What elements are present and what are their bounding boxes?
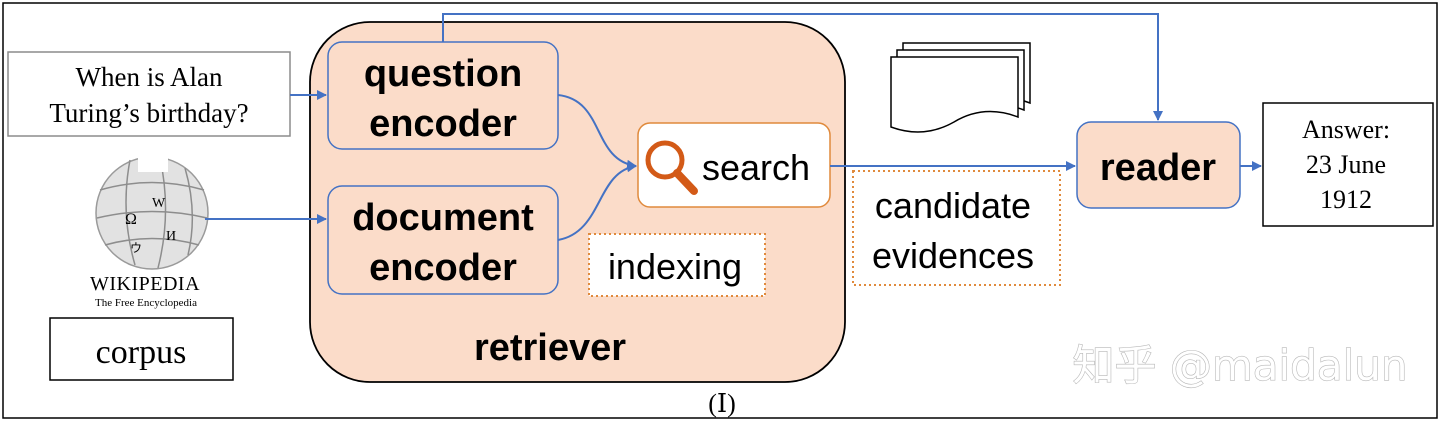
- arrow-qenc-to-search: [557, 94, 637, 170]
- answer-line1: Answer:: [1302, 115, 1390, 144]
- candidate-evidences-line2: evidences: [872, 235, 1034, 276]
- wikipedia-tagline: The Free Encyclopedia: [95, 297, 197, 309]
- reader-label: reader: [1100, 147, 1216, 189]
- corpus-box: [49, 317, 234, 381]
- svg-text:W: W: [152, 196, 166, 211]
- arrow-question-to-reader: [442, 13, 1163, 121]
- watermark: 知乎 @maidalun: [1073, 341, 1408, 390]
- wikipedia-wordmark: WIKIPEDIA: [90, 273, 200, 295]
- figure-caption: (Ⅰ): [708, 389, 736, 418]
- svg-text:ウ: ウ: [130, 241, 142, 255]
- indexing-box: [588, 233, 766, 297]
- question-encoder-line1: question: [364, 53, 522, 95]
- svg-text:И: И: [166, 229, 176, 244]
- document-encoder-line2: encoder: [369, 247, 517, 289]
- question-box: [7, 51, 291, 137]
- arrow-denc-to-search: [557, 162, 637, 241]
- document-encoder-line1: document: [352, 197, 534, 239]
- documents-stack-icon: [890, 42, 1031, 133]
- arrows: [205, 13, 1262, 241]
- answer-box: [1262, 102, 1434, 227]
- candidate-evidences-line1: candidate: [875, 185, 1031, 226]
- question-text-line1: When is Alan: [76, 62, 223, 92]
- corpus-label: corpus: [96, 334, 187, 371]
- indexing-label: indexing: [608, 246, 742, 287]
- answer-line2: 23 June: [1306, 150, 1386, 179]
- search-label: search: [702, 147, 810, 188]
- question-text-line2: Turing’s birthday?: [49, 98, 248, 128]
- candidate-evidences-box: [852, 170, 1061, 286]
- question-encoder-line2: encoder: [369, 103, 517, 145]
- magnifier-icon: [645, 140, 698, 195]
- answer-line3: 1912: [1320, 185, 1372, 214]
- wikipedia-globe-icon: Ω W И ウ: [95, 150, 209, 270]
- svg-text:Ω: Ω: [125, 211, 137, 228]
- retriever-label: retriever: [474, 327, 626, 369]
